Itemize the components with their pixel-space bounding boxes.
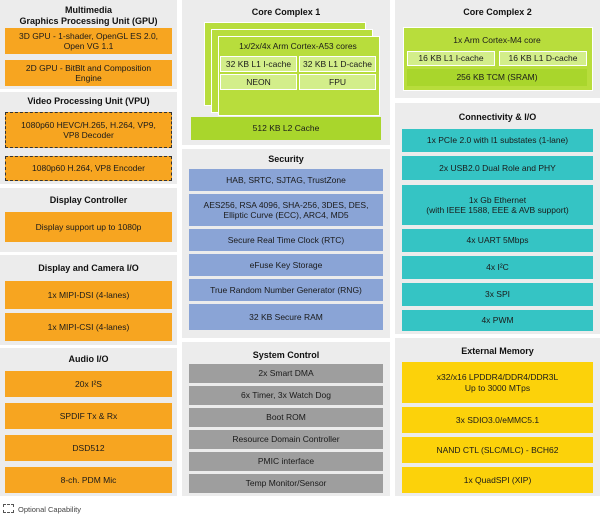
usb-block: 2x USB2.0 Dual Role and PHY bbox=[402, 156, 593, 180]
external-memory-title: External Memory bbox=[461, 346, 534, 356]
fpu-block: FPU bbox=[299, 74, 376, 90]
mipi-dsi-block: 1x MIPI-DSI (4-lanes) bbox=[5, 281, 172, 309]
pwm-block: 4x PWM bbox=[402, 310, 593, 331]
security-crypto-block: AES256, RSA 4096, SHA-256, 3DES, DES, El… bbox=[189, 194, 383, 226]
boot-rom-block: Boot ROM bbox=[189, 408, 383, 427]
audio-dsd-block: DSD512 bbox=[5, 435, 172, 461]
spi-block: 3x SPI bbox=[402, 283, 593, 306]
optional-capability-swatch bbox=[3, 504, 14, 513]
security-panel: Security HAB, SRTC, SJTAG, TrustZone AES… bbox=[182, 149, 390, 338]
pmic-interface-block: PMIC interface bbox=[189, 452, 383, 471]
display-support-block: Display support up to 1080p bbox=[5, 212, 172, 242]
optional-capability-label: Optional Capability bbox=[18, 505, 81, 514]
temp-monitor-block: Temp Monitor/Sensor bbox=[189, 474, 383, 493]
l2-cache-block: 512 KB L2 Cache bbox=[191, 117, 381, 140]
nand-block: NAND CTL (SLC/MLC) - BCH62 bbox=[402, 437, 593, 463]
gpu-2d-block: 2D GPU - BitBlt and Composition Engine bbox=[5, 60, 172, 86]
resource-domain-block: Resource Domain Controller bbox=[189, 430, 383, 449]
m4-dcache-block: 16 KB L1 D-cache bbox=[499, 51, 587, 66]
vpu-decoder-block: 1080p60 HEVC/H.265, H.264, VP9, VP8 Deco… bbox=[5, 112, 172, 148]
i2c-block: 4x I²C bbox=[402, 256, 593, 279]
a53-dcache-block: 32 KB L1 D-cache bbox=[299, 56, 376, 72]
mipi-csi-block: 1x MIPI-CSI (4-lanes) bbox=[5, 313, 172, 341]
a53-icache-block: 32 KB L1 I-cache bbox=[220, 56, 297, 72]
m4-icache-block: 16 KB L1 I-cache bbox=[407, 51, 495, 66]
ethernet-block: 1x Gb Ethernet (with IEEE 1588, EEE & AV… bbox=[402, 185, 593, 225]
security-rtc-block: Secure Real Time Clock (RTC) bbox=[189, 229, 383, 251]
audio-pdm-block: 8-ch. PDM Mic bbox=[5, 467, 172, 493]
system-control-panel: System Control 2x Smart DMA 6x Timer, 3x… bbox=[182, 342, 390, 496]
gpu-3d-block: 3D GPU - 1-shader, OpenGL ES 2.0, Open V… bbox=[5, 28, 172, 54]
neon-block: NEON bbox=[220, 74, 297, 90]
audio-spdif-block: SPDIF Tx & Rx bbox=[5, 403, 172, 429]
security-hab-block: HAB, SRTC, SJTAG, TrustZone bbox=[189, 169, 383, 191]
vpu-title: Video Processing Unit (VPU) bbox=[27, 96, 150, 106]
connectivity-panel: Connectivity & I/O 1x PCIe 2.0 with l1 s… bbox=[395, 103, 600, 334]
display-camera-title: Display and Camera I/O bbox=[38, 263, 139, 273]
lpddr-block: x32/x16 LPDDR4/DDR4/DDR3L Up to 3000 MTp… bbox=[402, 362, 593, 403]
security-rng-block: True Random Number Generator (RNG) bbox=[189, 279, 383, 301]
sdio-block: 3x SDIO3.0/eMMC5.1 bbox=[402, 407, 593, 433]
gpu-title: Multimedia Graphics Processing Unit (GPU… bbox=[19, 5, 158, 26]
quadspi-block: 1x QuadSPI (XIP) bbox=[402, 467, 593, 493]
core-complex-1-panel: Core Complex 1 1x/2x/4x Arm Cortex-A53 c… bbox=[182, 0, 390, 145]
external-memory-panel: External Memory x32/x16 LPDDR4/DDR4/DDR3… bbox=[395, 338, 600, 496]
audio-title: Audio I/O bbox=[68, 354, 109, 364]
audio-panel: Audio I/O 20x I²S SPDIF Tx & Rx DSD512 8… bbox=[0, 348, 177, 496]
vpu-panel: Video Processing Unit (VPU) 1080p60 HEVC… bbox=[0, 92, 177, 184]
a53-cores-label: 1x/2x/4x Arm Cortex-A53 cores bbox=[239, 40, 357, 51]
gpu-panel: Multimedia Graphics Processing Unit (GPU… bbox=[0, 0, 177, 89]
vpu-encoder-block: 1080p60 H.264, VP8 Encoder bbox=[5, 156, 172, 181]
display-controller-panel: Display Controller Display support up to… bbox=[0, 188, 177, 252]
display-camera-panel: Display and Camera I/O 1x MIPI-DSI (4-la… bbox=[0, 255, 177, 345]
core-complex-2-title: Core Complex 2 bbox=[463, 7, 532, 17]
core-complex-2-panel: Core Complex 2 1x Arm Cortex-M4 core 16 … bbox=[395, 0, 600, 98]
system-control-title: System Control bbox=[252, 350, 320, 360]
smart-dma-block: 2x Smart DMA bbox=[189, 364, 383, 383]
audio-i2s-block: 20x I²S bbox=[5, 371, 172, 397]
timer-watchdog-block: 6x Timer, 3x Watch Dog bbox=[189, 386, 383, 405]
m4-tcm-block: 256 KB TCM (SRAM) bbox=[407, 69, 587, 86]
connectivity-title: Connectivity & I/O bbox=[458, 112, 537, 122]
security-title: Security bbox=[268, 154, 304, 164]
uart-block: 4x UART 5Mbps bbox=[402, 229, 593, 252]
security-ram-block: 32 KB Secure RAM bbox=[189, 304, 383, 330]
display-controller-title: Display Controller bbox=[49, 195, 128, 205]
pcie-block: 1x PCIe 2.0 with l1 substates (1-lane) bbox=[402, 129, 593, 152]
security-efuse-block: eFuse Key Storage bbox=[189, 254, 383, 276]
core-complex-1-title: Core Complex 1 bbox=[251, 7, 321, 17]
m4-core-label: 1x Arm Cortex-M4 core bbox=[453, 35, 541, 46]
